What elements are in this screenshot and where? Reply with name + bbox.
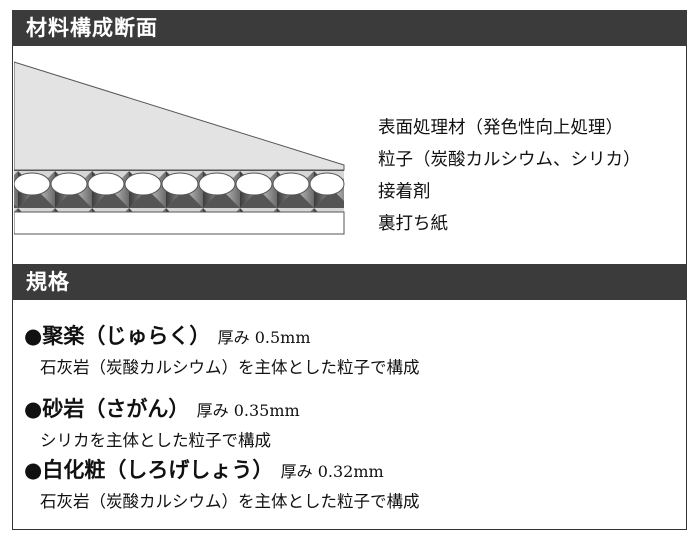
spec-thickness: 厚み 0.35mm	[196, 401, 300, 420]
spec-description: 石灰岩（炭酸カルシウム）を主体とした粒子で構成	[40, 492, 420, 511]
spec-thickness: 厚み 0.32mm	[280, 462, 384, 481]
cross-section-diagram	[14, 61, 345, 235]
spec-title: ●白化粧（しろげしょう） 厚み 0.32mm	[24, 454, 420, 484]
spec-description: 石灰岩（炭酸カルシウム）を主体とした粒子で構成	[40, 358, 420, 377]
particle-row	[14, 172, 345, 196]
legend-item-adhesive: 接着剤	[378, 182, 431, 202]
spec-title: ●聚楽（じゅらく） 厚み 0.5mm	[24, 320, 420, 350]
backing-paper-layer	[14, 211, 345, 235]
spec-description: シリカを主体とした粒子で構成	[40, 431, 271, 450]
section-header-structure: 材料構成断面	[12, 10, 687, 46]
spec-name: 白化粧（しろげしょう）	[42, 457, 274, 482]
surface-treatment-layer	[14, 61, 345, 171]
spec-item-juraku: ●聚楽（じゅらく） 厚み 0.5mm 石灰岩（炭酸カルシウム）を主体とした粒子で…	[24, 320, 420, 378]
spec-title: ●砂岩（さがん） 厚み 0.35mm	[24, 393, 300, 423]
bullet: ●	[24, 396, 43, 421]
legend-item-particles: 粒子（炭酸カルシウム、シリカ）	[378, 150, 641, 170]
legend-item-surface: 表面処理材（発色性向上処理）	[378, 118, 623, 138]
layer-legend: 表面処理材（発色性向上処理） 粒子（炭酸カルシウム、シリカ） 接着剤 裏打ち紙	[378, 112, 641, 240]
spec-thickness: 厚み 0.5mm	[217, 328, 311, 347]
spec-name: 聚楽（じゅらく）	[42, 323, 211, 348]
section-header-specs: 規格	[12, 264, 687, 300]
spec-item-shirogeshou: ●白化粧（しろげしょう） 厚み 0.32mm 石灰岩（炭酸カルシウム）を主体とし…	[24, 454, 420, 512]
legend-item-backing: 裏打ち紙	[378, 214, 448, 234]
spec-name: 砂岩（さがん）	[42, 396, 190, 421]
spec-item-sagan: ●砂岩（さがん） 厚み 0.35mm シリカを主体とした粒子で構成	[24, 393, 300, 451]
bullet: ●	[24, 323, 43, 348]
bullet: ●	[24, 457, 43, 482]
